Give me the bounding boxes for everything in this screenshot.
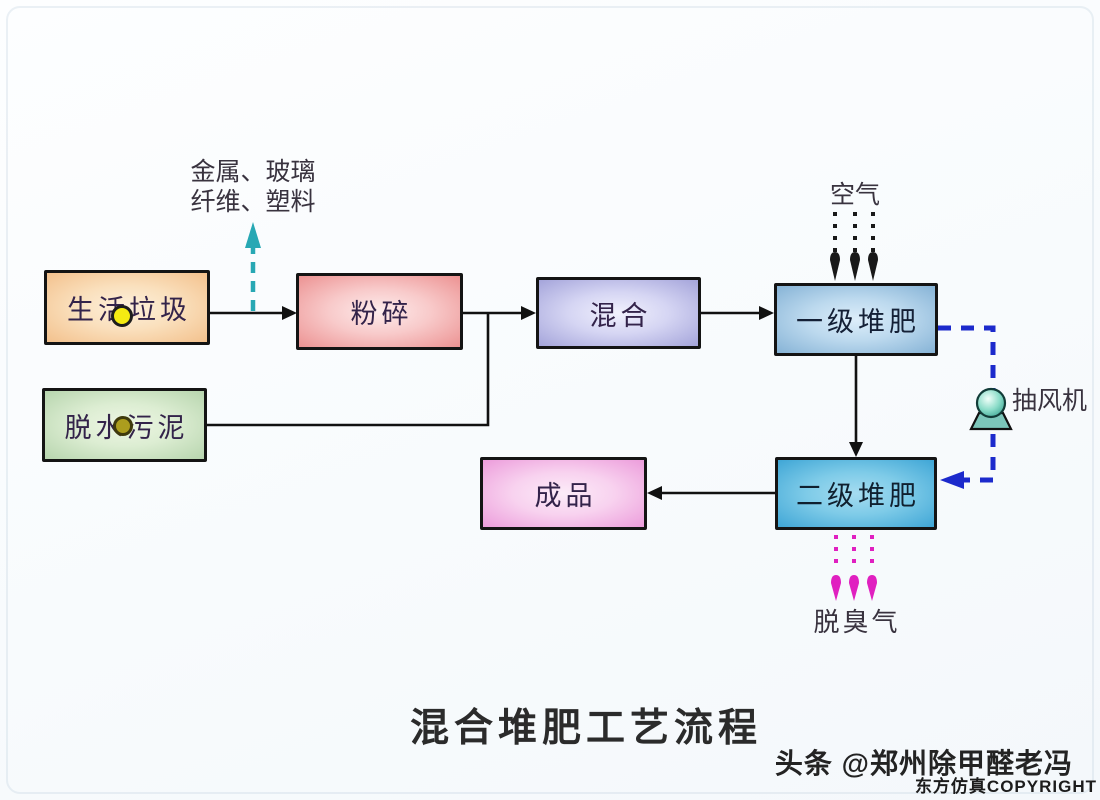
yellow-dot-indicator [111,305,133,327]
air-label: 空气 [829,181,880,209]
watermark-author: 头条 @郑州除甲醛老冯 [774,748,1073,779]
arrow-reject-materials [245,222,261,311]
line-sludge-to-junction [207,314,490,427]
exhaust-fan-icon [969,387,1013,431]
node-primary-composting: 一级堆肥 [774,283,938,356]
olive-dot-indicator [113,416,133,436]
watermark-copyright: 东方仿真COPYRIGHT [914,777,1097,796]
loop-exhaust-fan [938,325,996,489]
arrows-deodorized-gas [831,535,877,601]
node-household-waste: 生活垃圾 [44,270,210,345]
node-dewatered-sludge: 脱水污泥 [42,388,207,462]
removed-materials-label: 金属、玻璃 纤维、塑料 [175,157,331,217]
arrow-mixing-to-primary [701,306,774,320]
arrow-crushing-to-mixing [463,306,536,320]
arrow-household-to-crushing [210,306,297,320]
exhaust-fan-label: 抽风机 [1012,387,1088,415]
removed-materials-line1: 金属、玻璃 [190,158,316,186]
removed-materials-line2: 纤维、塑料 [190,188,316,216]
arrows-air-supply [830,212,878,281]
node-finished-product: 成品 [480,457,647,530]
node-mixing: 混合 [536,277,701,349]
node-crushing: 粉碎 [296,273,463,350]
diagram-title: 混合堆肥工艺流程 [409,707,762,750]
arrow-secondary-to-product [647,486,775,500]
node-secondary-composting: 二级堆肥 [775,457,937,530]
arrow-primary-to-secondary [849,356,863,457]
deodorized-gas-label: 脱臭气 [813,607,901,637]
